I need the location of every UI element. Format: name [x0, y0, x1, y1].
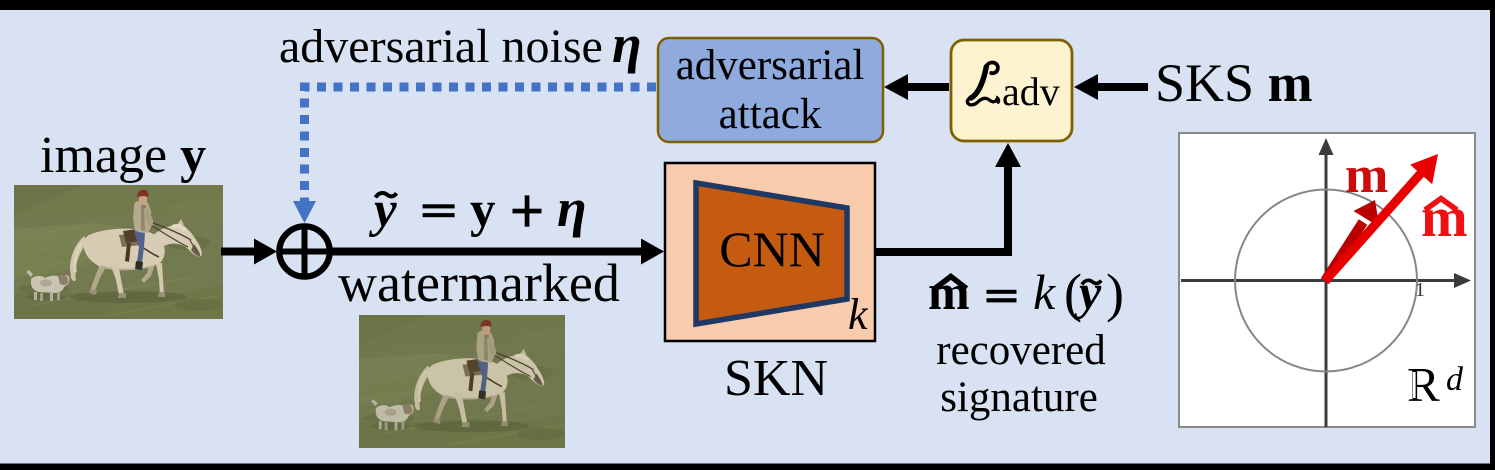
- svg-text:SKN: SKN: [724, 350, 828, 407]
- svg-text:η: η: [612, 14, 642, 74]
- svg-text:1: 1: [1415, 279, 1425, 301]
- svg-text:watermarked: watermarked: [338, 253, 620, 313]
- svg-text:R: R: [1407, 357, 1440, 412]
- svg-text:adversarial: adversarial: [676, 42, 865, 89]
- svg-text:m: m: [1421, 187, 1468, 249]
- svg-text:CNN: CNN: [719, 221, 825, 277]
- svg-text:y: y: [1074, 264, 1102, 320]
- svg-text:attack: attack: [719, 91, 822, 138]
- svg-text:adversarial noise: adversarial noise: [279, 20, 603, 73]
- svg-text:SKS m: SKS m: [1155, 53, 1313, 113]
- svg-text:m: m: [1345, 147, 1388, 204]
- svg-text:k: k: [848, 290, 869, 339]
- svg-text:image y: image y: [40, 127, 206, 184]
- svg-text:y: y: [470, 182, 496, 238]
- svg-text:(: (: [1064, 263, 1082, 323]
- svg-text:signature: signature: [940, 374, 1098, 421]
- svg-text:η: η: [557, 178, 587, 238]
- svg-text:k: k: [1033, 264, 1056, 320]
- svg-text:m: m: [928, 264, 970, 320]
- svg-text:): ): [1106, 263, 1124, 323]
- svg-text:d: d: [1446, 361, 1464, 398]
- svg-text:adv: adv: [1002, 69, 1060, 114]
- svg-text:recovered: recovered: [936, 327, 1105, 374]
